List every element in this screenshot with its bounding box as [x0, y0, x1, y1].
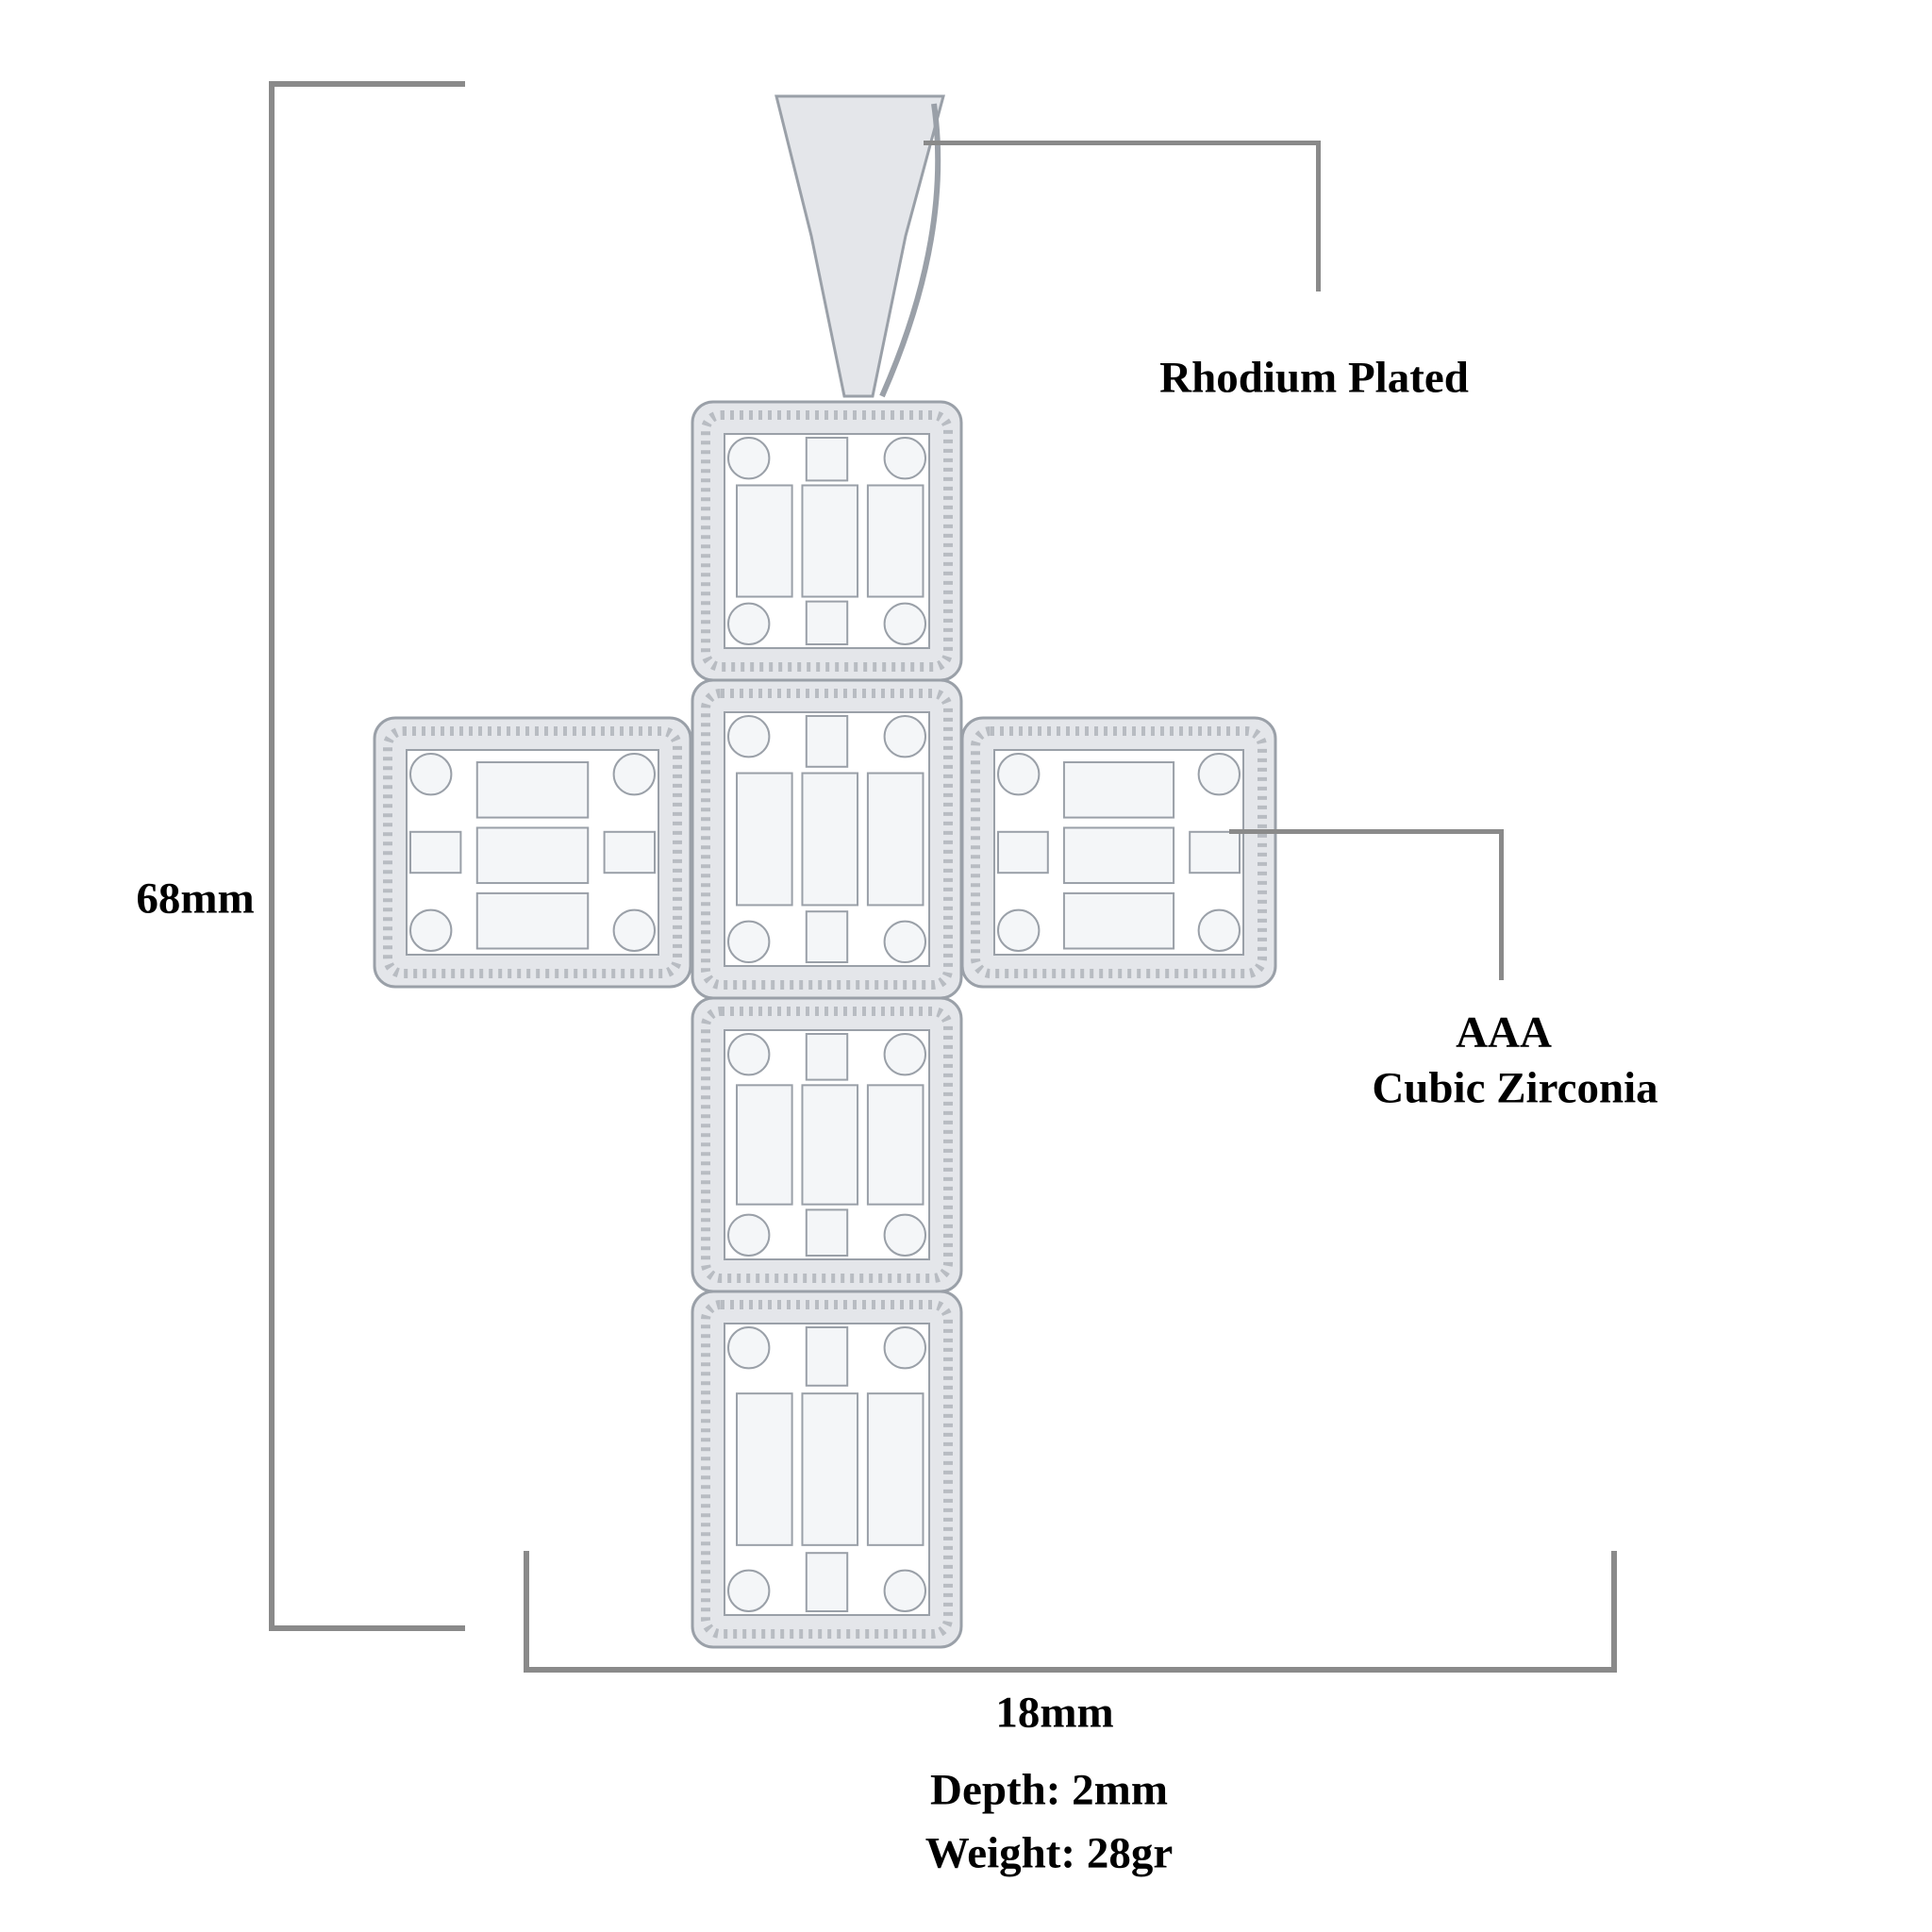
baguette-stone [805, 1208, 849, 1257]
height-label: 68mm [136, 874, 255, 924]
round-stone [612, 753, 656, 796]
round-stone [727, 920, 771, 963]
bottom-panel-halo [701, 1300, 953, 1639]
baguette-stone [866, 1084, 924, 1206]
baguette-stone [1062, 891, 1175, 950]
width-label: 18mm [995, 1688, 1114, 1738]
round-stone [727, 715, 771, 758]
baguette-stone [1062, 826, 1175, 885]
round-stone [727, 1213, 771, 1257]
bail-loop [879, 103, 941, 398]
baguette-stone [805, 910, 849, 964]
width-bracket-bottom [524, 1667, 1617, 1673]
baguette-stone [736, 1392, 793, 1546]
baguette-stone [801, 1084, 859, 1206]
round-stone [997, 908, 1041, 952]
round-stone [883, 1213, 926, 1257]
baguette-stone [1062, 761, 1175, 819]
width-bracket-left [524, 1551, 529, 1673]
stone-grade-label: AAA [1456, 1008, 1552, 1058]
baguette-stone [866, 1392, 924, 1546]
baguette-stone [805, 1033, 849, 1081]
round-stone [409, 908, 453, 952]
plating-callout-vertical [1316, 141, 1321, 291]
baguette-stone [1189, 830, 1241, 874]
width-bracket-right [1611, 1551, 1617, 1673]
round-stone [727, 1569, 771, 1613]
left-arm-panel-halo [383, 726, 682, 978]
round-stone [883, 437, 926, 480]
round-stone [727, 1326, 771, 1370]
round-stone [883, 602, 926, 645]
round-stone [883, 920, 926, 963]
height-bracket-vertical [269, 81, 275, 1631]
stone-type-label: Cubic Zirconia [1372, 1063, 1658, 1113]
baguette-stone [475, 761, 590, 819]
weight-label: Weight: 28gr [924, 1828, 1174, 1878]
round-stone [409, 753, 453, 796]
baguette-stone [736, 772, 793, 907]
round-stone [727, 437, 771, 480]
baguette-stone [866, 484, 924, 598]
baguette-stone [801, 484, 859, 598]
round-stone [883, 1569, 926, 1613]
baguette-stone [805, 1326, 849, 1387]
bail [774, 94, 945, 398]
baguette-stone [736, 1084, 793, 1206]
baguette-stone [475, 826, 590, 885]
baguette-stone [475, 891, 590, 950]
baguette-stone [603, 830, 656, 874]
center-panel-halo [701, 689, 953, 990]
round-stone [883, 1326, 926, 1370]
baguette-stone [805, 1552, 849, 1612]
baguette-stone [801, 1392, 859, 1546]
round-stone [727, 602, 771, 645]
baguette-stone [805, 600, 849, 645]
baguette-stone [866, 772, 924, 907]
round-stone [1197, 753, 1241, 796]
depth-label: Depth: 2mm [930, 1765, 1168, 1815]
plating-callout-horizontal [924, 141, 1320, 145]
round-stone [883, 1033, 926, 1076]
baguette-stone [736, 484, 793, 598]
baguette-stone [801, 772, 859, 907]
round-stone [1197, 908, 1241, 952]
height-bracket-bottom [269, 1625, 465, 1631]
baguette-stone [409, 830, 462, 874]
baguette-stone [805, 437, 849, 482]
top-panel-halo [701, 410, 953, 672]
round-stone [612, 908, 656, 952]
stone-callout-horizontal [1229, 829, 1503, 834]
height-bracket-top [269, 81, 465, 87]
baguette-stone [997, 830, 1049, 874]
plating-label: Rhodium Plated [1159, 353, 1469, 403]
round-stone [997, 753, 1041, 796]
round-stone [883, 715, 926, 758]
right-arm-panel-halo [971, 726, 1267, 978]
lower-panel-halo [701, 1007, 953, 1283]
round-stone [727, 1033, 771, 1076]
stone-callout-vertical [1499, 829, 1504, 980]
baguette-stone [805, 715, 849, 768]
